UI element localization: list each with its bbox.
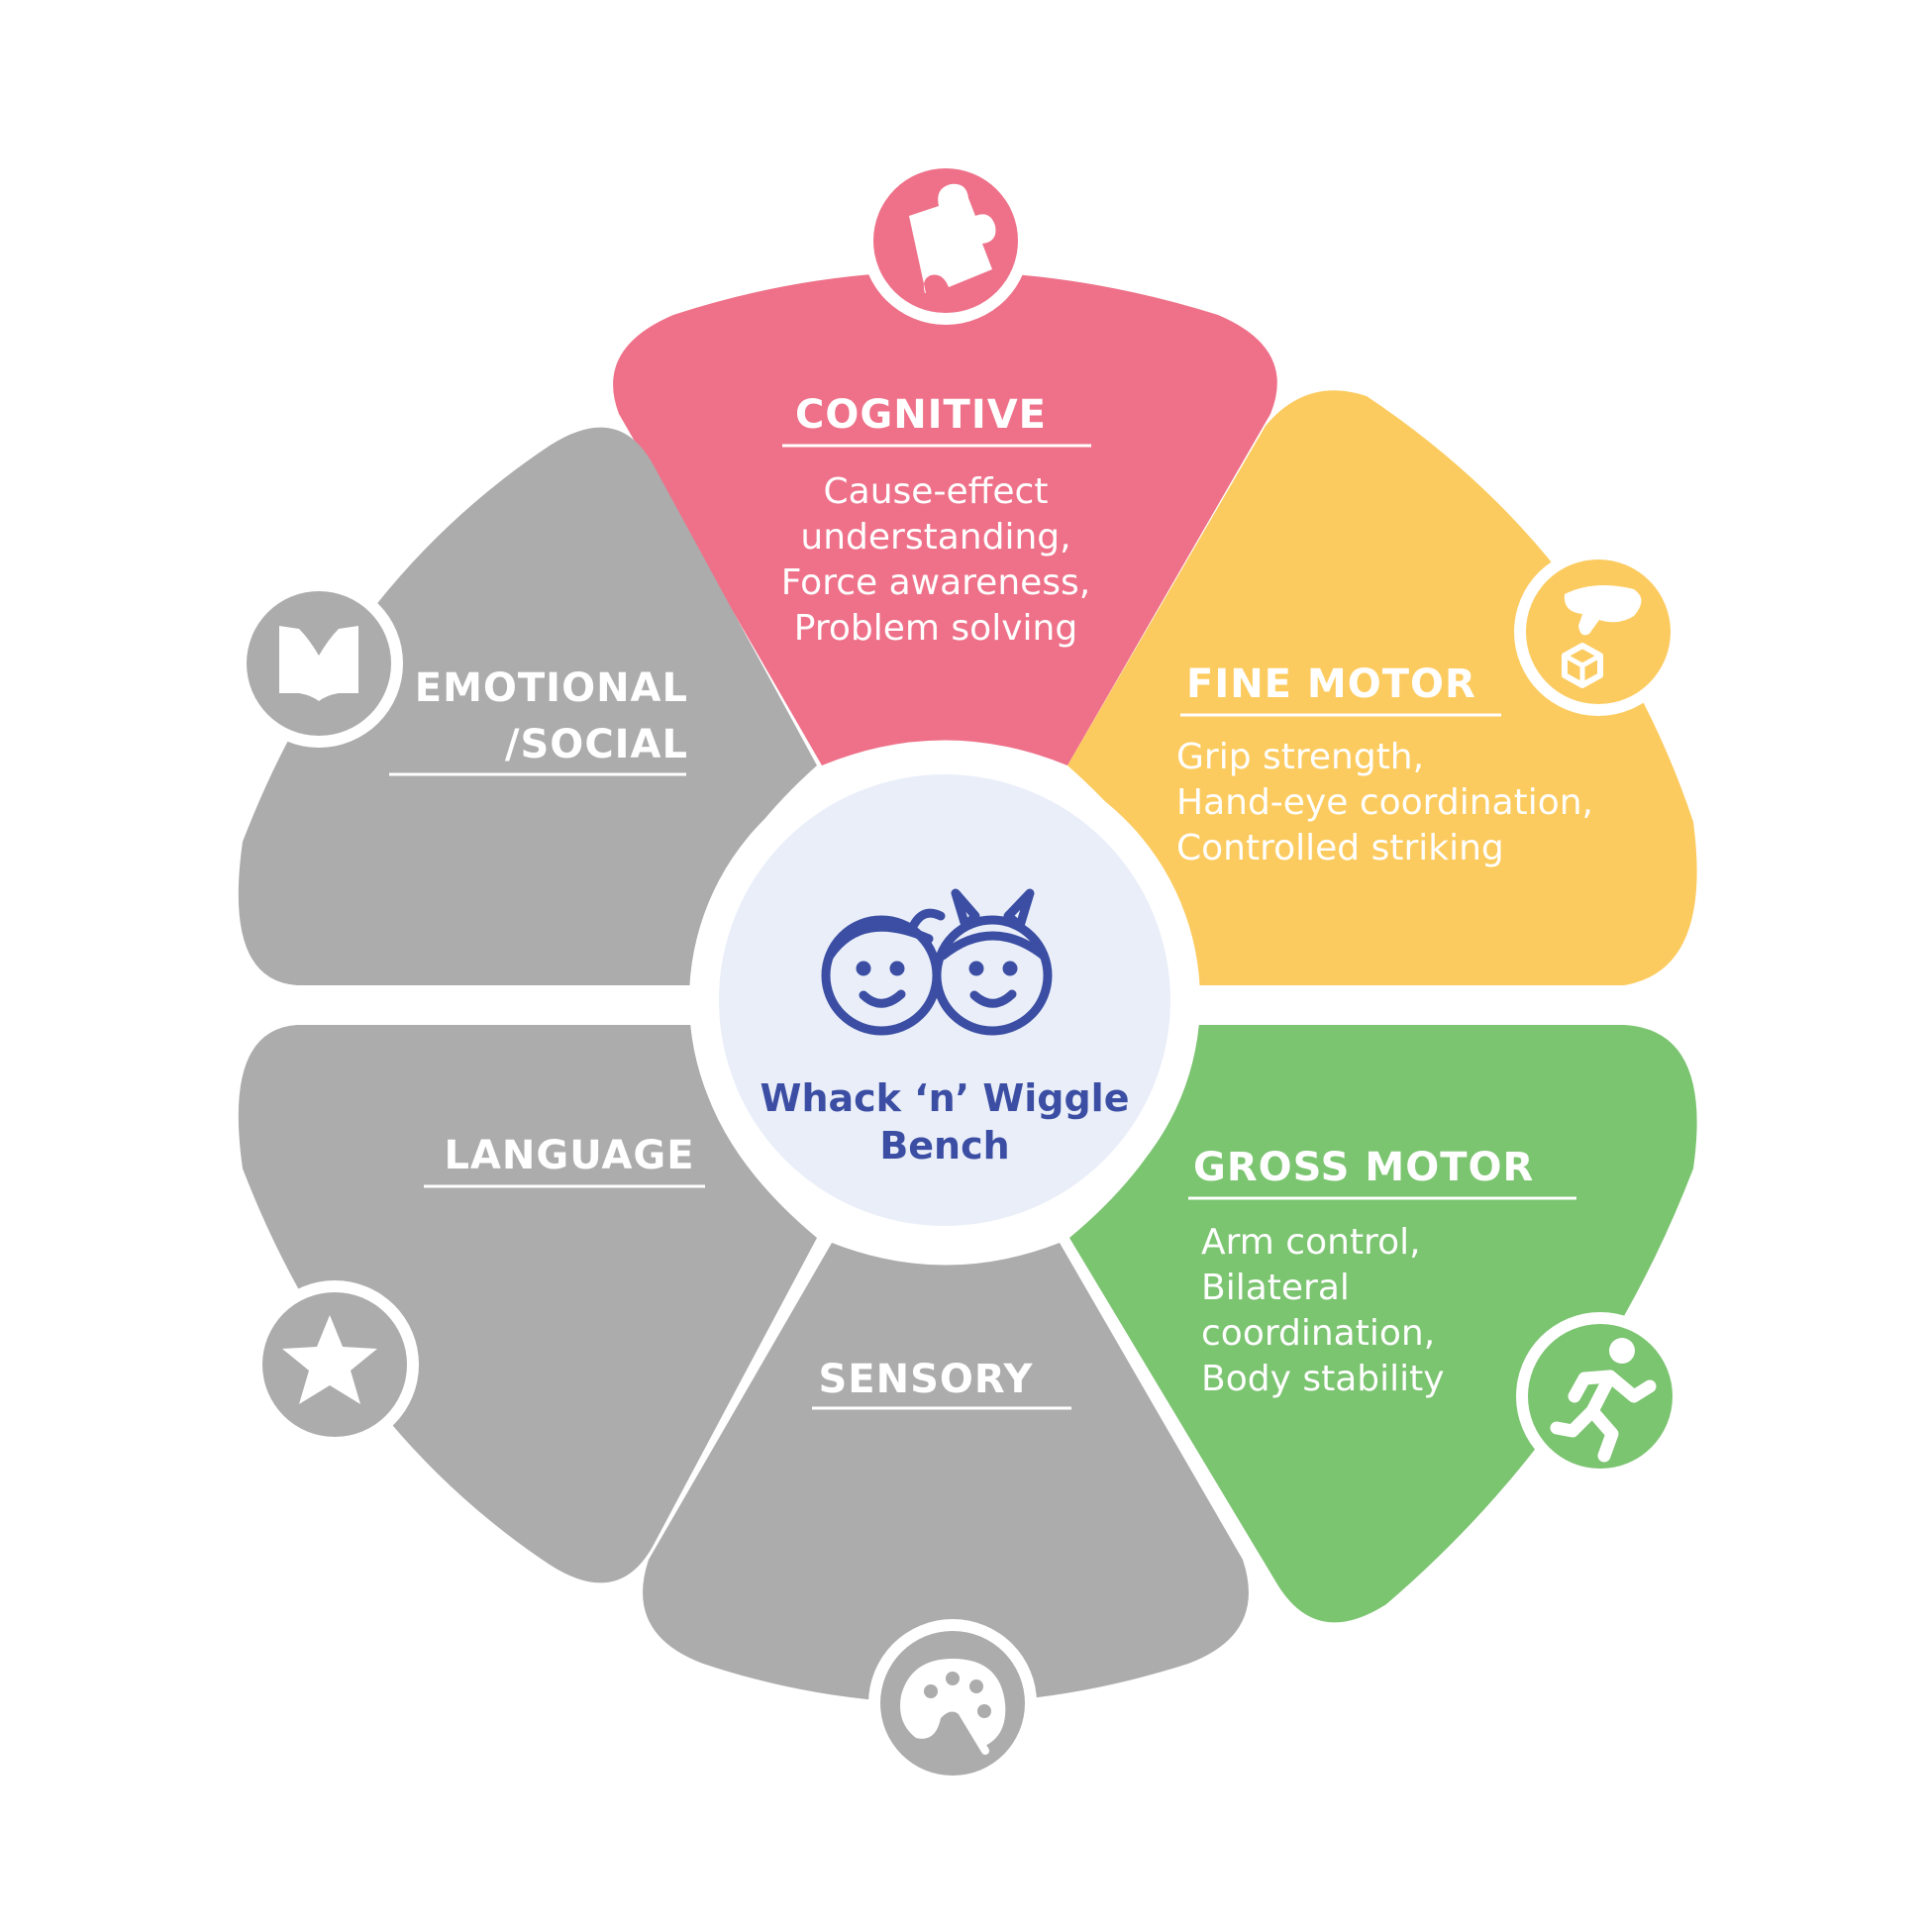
- star-icon: [282, 1315, 377, 1404]
- petal-language: [238, 1025, 817, 1583]
- emotional-title-line2: /SOCIAL: [505, 722, 688, 767]
- petal-sensory: [643, 1243, 1249, 1703]
- cognitive-line-1: Cause-effect: [824, 471, 1049, 512]
- fine-motor-title: FINE MOTOR: [1186, 661, 1476, 707]
- running-person-icon: [1550, 1338, 1657, 1463]
- hand-cube-icon: [1562, 585, 1642, 688]
- cognitive-line-4: Problem solving: [794, 608, 1077, 649]
- petal-cognitive: [613, 271, 1277, 765]
- fine-motor-line-3: Controlled striking: [1176, 828, 1504, 868]
- fine-motor-badge: [1526, 559, 1671, 704]
- petal-gross-motor: [1069, 1025, 1697, 1623]
- petal-emotional-social: [238, 427, 817, 985]
- paint-palette-icon: [900, 1659, 1006, 1755]
- fine-motor-line-2: Hand-eye coordination,: [1176, 782, 1593, 823]
- gross-motor-line-3: coordination,: [1201, 1313, 1435, 1354]
- sensory-title: SENSORY: [819, 1357, 1034, 1402]
- two-kids-faces-icon: [821, 888, 1053, 1036]
- gross-motor-line-1: Arm control,: [1201, 1222, 1421, 1263]
- puzzle-piece-icon: [909, 183, 996, 293]
- cognitive-line-2: understanding,: [800, 517, 1070, 558]
- gross-motor-title: GROSS MOTOR: [1193, 1145, 1534, 1190]
- petal-fine-motor: [1067, 390, 1697, 985]
- gross-motor-line-4: Body stability: [1201, 1359, 1445, 1399]
- fine-motor-line-1: Grip strength,: [1176, 737, 1424, 777]
- cognitive-line-3: Force awareness,: [781, 562, 1091, 603]
- center-title-line1: Whack ‘n’ Wiggle: [761, 1076, 1130, 1120]
- cognitive-title: COGNITIVE: [795, 392, 1047, 438]
- gross-motor-line-2: Bilateral: [1201, 1268, 1350, 1308]
- emotional-title-line1: EMOTIONAL: [415, 665, 688, 711]
- open-book-icon: [279, 626, 358, 701]
- language-title: LANGUAGE: [444, 1133, 694, 1178]
- center-title-line2: Bench: [879, 1124, 1009, 1168]
